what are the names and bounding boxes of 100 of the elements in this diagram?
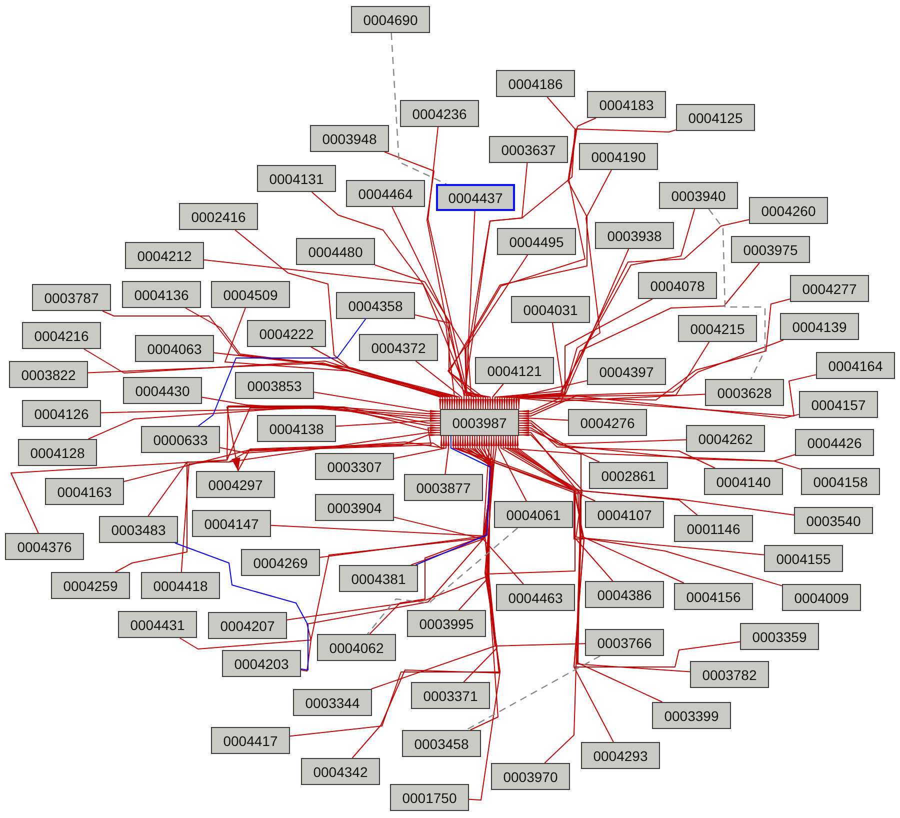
node-box bbox=[18, 439, 97, 466]
arrow bbox=[414, 314, 487, 410]
arrow bbox=[290, 436, 500, 737]
arrow bbox=[88, 406, 440, 440]
node-box bbox=[257, 415, 336, 442]
arrow bbox=[428, 126, 489, 410]
arrow bbox=[518, 420, 686, 444]
node-box bbox=[22, 400, 101, 427]
node-label: 0004128 bbox=[30, 444, 85, 460]
node-box bbox=[22, 322, 101, 349]
node-box bbox=[652, 702, 731, 729]
arrow bbox=[464, 118, 596, 410]
node-label: 0004690 bbox=[363, 12, 418, 28]
node-label: 0003371 bbox=[423, 688, 478, 704]
arrow bbox=[468, 162, 528, 410]
node-box bbox=[436, 184, 515, 211]
node-box bbox=[749, 197, 828, 224]
arrow bbox=[518, 340, 784, 410]
node-label: 0004297 bbox=[208, 476, 263, 492]
arrow bbox=[224, 308, 458, 410]
node-box bbox=[579, 143, 658, 170]
node-box bbox=[801, 468, 880, 495]
arrow bbox=[458, 436, 490, 610]
node-box bbox=[296, 238, 375, 265]
node-label: 0001750 bbox=[402, 790, 457, 806]
arrow bbox=[415, 360, 463, 410]
node-label: 0003904 bbox=[327, 500, 382, 516]
node-label: 0004063 bbox=[147, 340, 202, 356]
node-label: 0004417 bbox=[223, 732, 278, 748]
node-label: 0004426 bbox=[807, 434, 862, 450]
node-label: 0003637 bbox=[501, 142, 556, 158]
arrow bbox=[509, 436, 684, 584]
node-box bbox=[51, 572, 130, 599]
arrow bbox=[518, 394, 706, 415]
node-label: 0004183 bbox=[599, 96, 654, 112]
node-label: 0003995 bbox=[419, 616, 474, 632]
node-label: 0004138 bbox=[269, 420, 324, 436]
arrow bbox=[518, 417, 568, 421]
node-label: 0004139 bbox=[792, 318, 847, 334]
node-label: 0003938 bbox=[607, 228, 662, 244]
node-label: 0004156 bbox=[686, 588, 741, 604]
node-label: 0004222 bbox=[259, 326, 314, 342]
node-label: 0004430 bbox=[135, 382, 190, 398]
node-label: 0003399 bbox=[664, 708, 719, 724]
node-box bbox=[659, 182, 738, 209]
node-box bbox=[595, 222, 674, 249]
arrow bbox=[370, 436, 496, 690]
node-box bbox=[511, 296, 590, 323]
arrow bbox=[518, 431, 596, 502]
node-label: 0004212 bbox=[137, 248, 192, 264]
node-label: 0004372 bbox=[371, 340, 426, 356]
node-label: 0004260 bbox=[761, 202, 816, 218]
node-box bbox=[359, 334, 438, 361]
arrow bbox=[226, 406, 440, 472]
arrow bbox=[512, 436, 614, 582]
node-label: 0004418 bbox=[153, 578, 208, 594]
arrow bbox=[500, 436, 663, 702]
arrow bbox=[286, 436, 492, 620]
node-label: 0004236 bbox=[412, 106, 467, 122]
node-box bbox=[179, 203, 258, 230]
arrow bbox=[336, 420, 440, 427]
arrow bbox=[392, 206, 480, 410]
node-box bbox=[118, 611, 197, 638]
arrow bbox=[270, 436, 495, 536]
node-box bbox=[674, 515, 753, 542]
node-label: 0000633 bbox=[153, 432, 208, 448]
node-box bbox=[241, 549, 320, 576]
node-box bbox=[122, 281, 201, 308]
node-box bbox=[407, 610, 486, 637]
node-label: 0003853 bbox=[247, 378, 302, 394]
node-box bbox=[235, 372, 314, 399]
node-box bbox=[293, 689, 372, 716]
node-label: 0004031 bbox=[523, 302, 578, 318]
node-label: 0004186 bbox=[508, 76, 563, 92]
node-label: 0004376 bbox=[17, 538, 72, 554]
arrow bbox=[179, 436, 494, 650]
arrow bbox=[518, 426, 802, 470]
arrow bbox=[311, 192, 482, 410]
dashed-line bbox=[708, 208, 766, 380]
node-label: 0004125 bbox=[688, 110, 743, 126]
arrow bbox=[518, 429, 600, 462]
arrow bbox=[516, 436, 698, 516]
connector-line bbox=[174, 542, 308, 670]
arrow bbox=[491, 384, 504, 410]
node-label: 0003987 bbox=[452, 414, 507, 430]
connector-line bbox=[198, 318, 366, 426]
arrow bbox=[462, 436, 498, 730]
node-label: 0003975 bbox=[743, 242, 798, 258]
node-box bbox=[315, 494, 394, 521]
node-label: 0004140 bbox=[716, 474, 771, 490]
node-box bbox=[45, 478, 124, 505]
arrow bbox=[506, 298, 653, 410]
node-box bbox=[99, 516, 178, 543]
arrow bbox=[462, 96, 576, 410]
node-box bbox=[790, 275, 869, 302]
arrow bbox=[10, 408, 440, 534]
node-box bbox=[731, 236, 810, 263]
node-label: 0004358 bbox=[348, 298, 403, 314]
node-box bbox=[496, 584, 575, 611]
node-label: 0004495 bbox=[509, 234, 564, 250]
